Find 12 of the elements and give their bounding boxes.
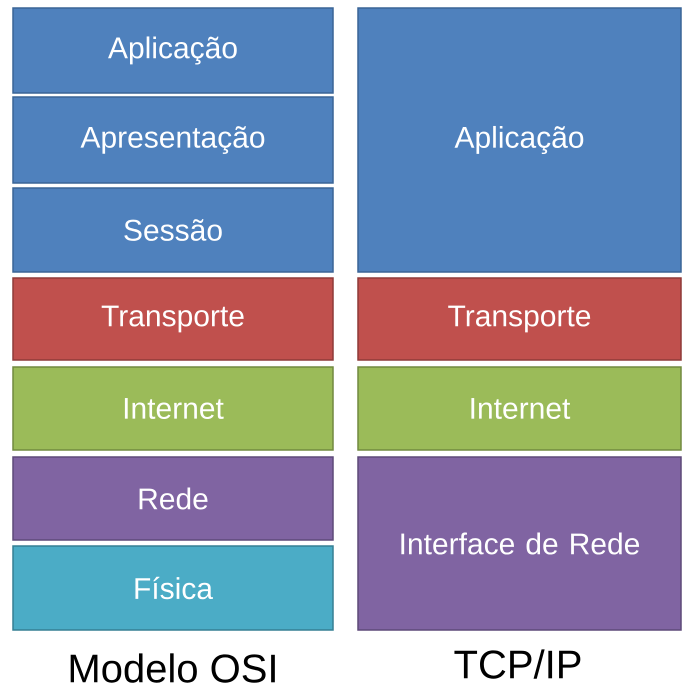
layer-box: Sessão [12,187,334,273]
column-title: Modelo OSI [70,653,275,683]
layer-box: Aplicação [357,7,682,273]
layer-box: Interface de Rede [357,456,682,631]
layer-box: Física [12,545,334,631]
layer-box: Internet [12,366,334,451]
layer-box: Transporte [12,277,334,361]
layer-box: Apresentação [12,96,334,184]
layer-box: Aplicação [12,7,334,94]
layer-box: Rede [12,456,334,541]
layer-box: Internet [357,366,682,451]
layer-box: Transporte [357,277,682,361]
